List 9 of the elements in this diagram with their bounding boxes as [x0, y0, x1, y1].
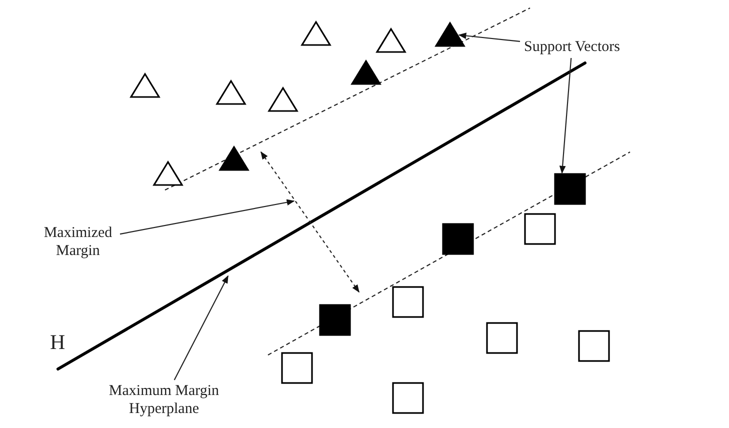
support-vector-triangle	[434, 21, 466, 47]
leader-line	[458, 32, 520, 42]
callout-label: Maximized Margin	[38, 224, 118, 260]
leader-line	[559, 58, 572, 174]
leader-line	[120, 199, 295, 235]
line-label: H	[50, 330, 66, 354]
callout-label: Maximum Margin Hyperplane	[108, 382, 220, 418]
leader-line	[174, 275, 228, 380]
callout-label: Support Vectors	[522, 38, 622, 56]
